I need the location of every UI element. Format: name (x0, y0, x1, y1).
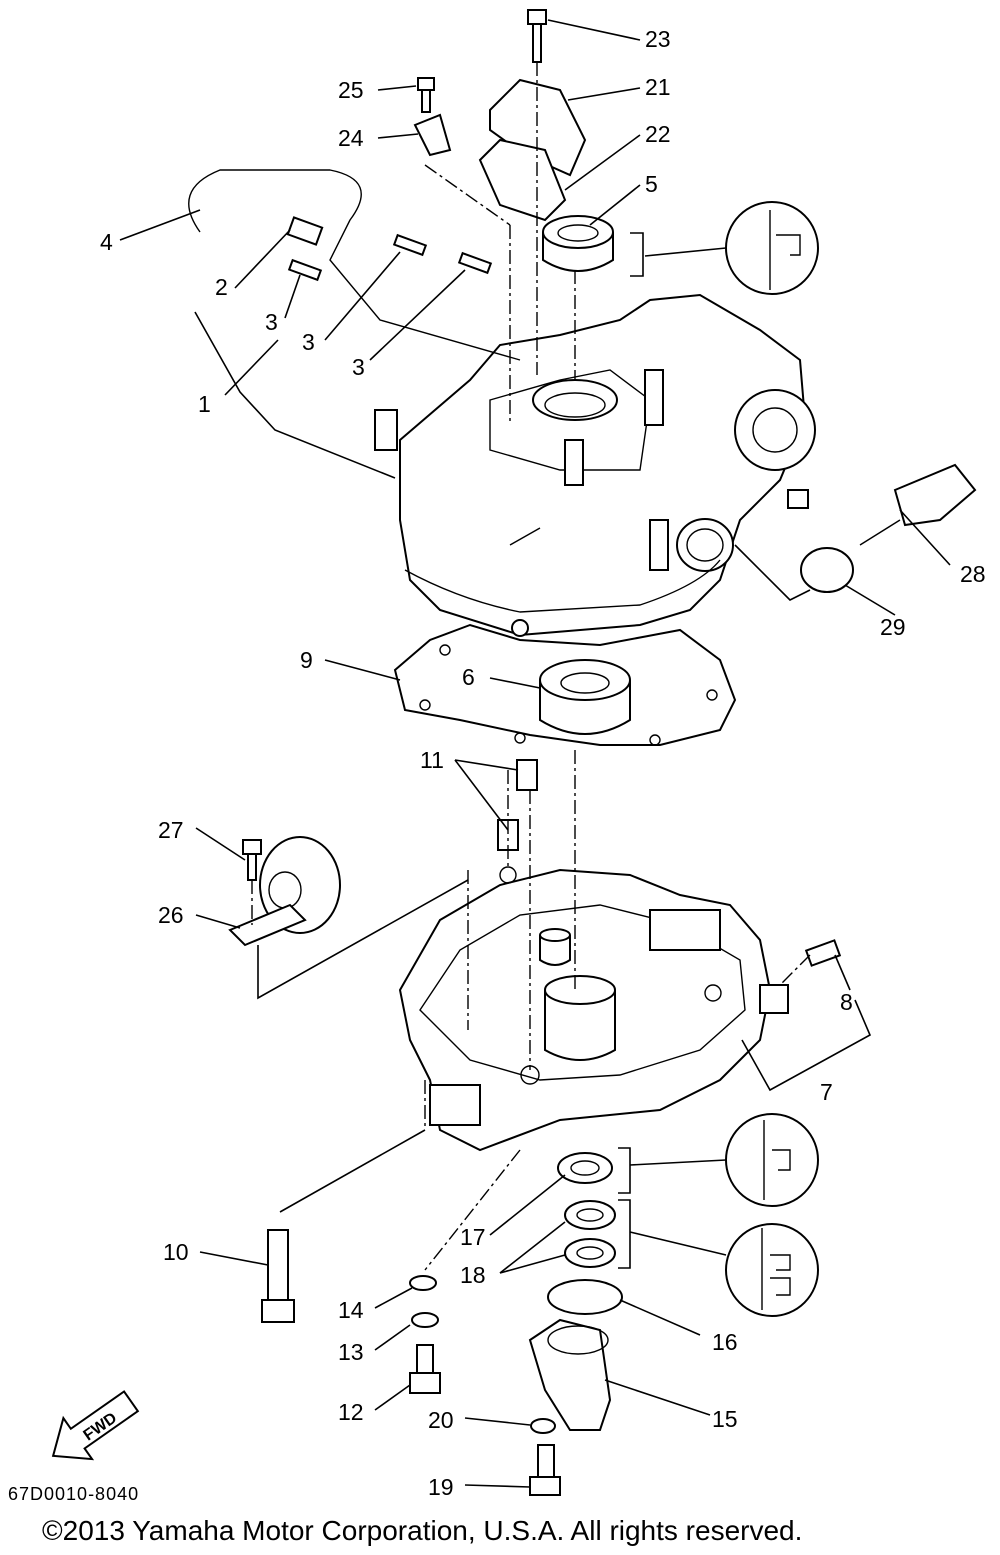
callout-8: 8 (840, 989, 853, 1015)
bolt-27 (242, 839, 262, 881)
washer-13 (411, 1312, 439, 1328)
hose-4 (188, 169, 521, 361)
dowel-3a (287, 258, 323, 282)
callout-7: 7 (820, 1079, 833, 1105)
callout-18: 18 (460, 1262, 486, 1288)
callout-3b: 3 (302, 329, 315, 355)
pin-8 (804, 939, 842, 967)
lower-crankcase (398, 866, 789, 1152)
callout-4: 4 (100, 229, 113, 255)
gear-26 (228, 836, 341, 947)
bolt-12 (409, 1344, 441, 1394)
callout-25: 25 (338, 77, 364, 103)
oil-seal-18a (564, 1200, 616, 1230)
callout-24: 24 (338, 125, 364, 151)
callout-26: 26 (158, 902, 184, 928)
oil-seal-5 (542, 215, 614, 272)
callout-17: 17 (460, 1224, 486, 1250)
callout-2: 2 (215, 274, 228, 300)
callout-14: 14 (338, 1297, 364, 1323)
bolt-23 (527, 9, 547, 63)
washer-20 (530, 1418, 556, 1434)
oil-seal-17 (557, 1152, 613, 1184)
bolt-19 (529, 1444, 561, 1496)
callout-3a: 3 (265, 309, 278, 335)
callout-28: 28 (960, 561, 986, 587)
callout-1: 1 (198, 391, 211, 417)
callout-19: 19 (428, 1474, 454, 1500)
callout-5: 5 (645, 171, 658, 197)
leader-lines (119, 19, 951, 1488)
fwd-arrow-icon: FWD (51, 1390, 140, 1461)
callout-11: 11 (420, 747, 444, 773)
housing-15 (528, 1318, 612, 1431)
oil-seal-18b (564, 1238, 616, 1268)
main-bearing (539, 659, 631, 735)
seal-detail-bubble-18 (629, 1223, 819, 1317)
pin-2 (286, 216, 324, 246)
callout-29: 29 (880, 614, 906, 640)
callout-13: 13 (338, 1339, 364, 1365)
dowel-11a (516, 759, 538, 791)
callout-9: 9 (300, 647, 313, 673)
o-ring-29 (800, 547, 854, 593)
callout-16: 16 (712, 1329, 738, 1355)
callout-23: 23 (645, 26, 671, 52)
bolt-10 (261, 1229, 295, 1323)
upper-crankcase (374, 293, 816, 637)
callout-6: 6 (462, 664, 475, 690)
bracket-17 (618, 1147, 631, 1194)
callout-21: 21 (645, 74, 671, 100)
callout-22: 22 (645, 121, 671, 147)
callout-labels: 1 2 3 3 3 4 5 6 7 8 9 10 11 12 13 14 15 … (100, 26, 986, 1500)
bracket-18 (618, 1199, 631, 1269)
o-ring-16 (547, 1279, 623, 1315)
callout-10: 10 (163, 1239, 189, 1265)
callout-3c: 3 (352, 354, 365, 380)
screw-25 (417, 77, 435, 113)
dipstick-28 (859, 463, 977, 546)
clip-24 (413, 113, 452, 157)
callout-20: 20 (428, 1407, 454, 1433)
seal-detail-bubble-17 (629, 1113, 819, 1207)
dowel-3b (392, 233, 428, 257)
washer-14 (409, 1275, 437, 1291)
callout-27: 27 (158, 817, 184, 843)
seal-detail-bubble-5 (644, 201, 819, 295)
diagram-code: 67D0010-8040 (8, 1484, 140, 1504)
cover-gasket-22 (478, 138, 567, 222)
bracket-5 (630, 232, 644, 277)
copyright-notice: ©2013 Yamaha Motor Corporation, U.S.A. A… (42, 1515, 803, 1546)
callout-15: 15 (712, 1406, 738, 1432)
dowel-3c (457, 251, 493, 275)
assembly-centerlines (251, 62, 811, 1271)
cover-21 (489, 78, 587, 177)
callout-12: 12 (338, 1399, 364, 1425)
